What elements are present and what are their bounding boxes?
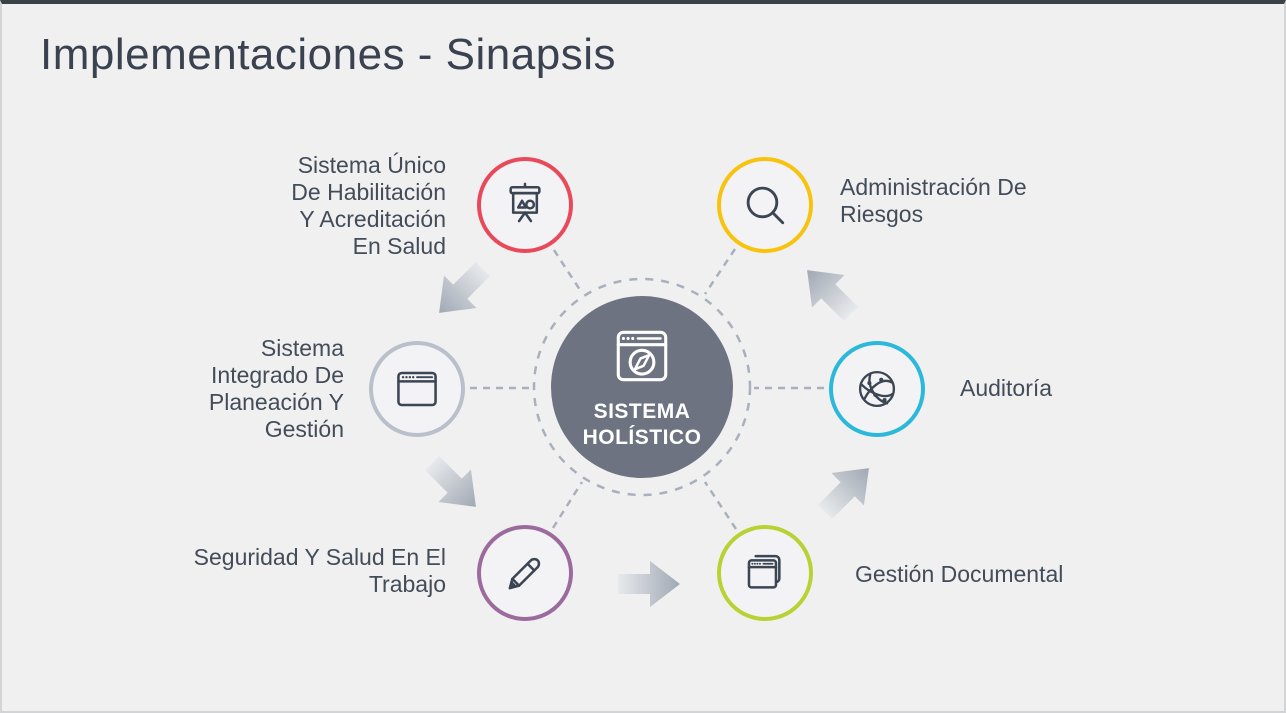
flow-arrow [425, 456, 476, 507]
connector-layer [425, 248, 869, 607]
dashed-connectors [470, 248, 824, 530]
presentation-board-icon [509, 182, 541, 223]
stacked-windows-icon [747, 554, 781, 589]
node-label-riesgos: Administración De Riesgos [840, 174, 1027, 227]
browser-window-icon [397, 371, 437, 407]
node-habilitacion [477, 157, 573, 253]
node-seguridad [477, 525, 573, 621]
magnifier-icon [746, 186, 785, 225]
node-label-seguridad: Seguridad Y Salud En El Trabajo [193, 544, 446, 597]
node-riesgos [717, 157, 813, 253]
node-planeacion [369, 341, 465, 437]
flow-arrows [425, 262, 869, 607]
center-node: SISTEMA HOLÍSTICO [551, 296, 733, 478]
node-label-habilitacion: Sistema Único De Habilitación Y Acredita… [291, 152, 446, 259]
node-label-auditoria: Auditoría [960, 375, 1053, 401]
node-label-documental: Gestión Documental [855, 561, 1064, 587]
globe-network-icon [858, 370, 896, 408]
flow-arrow [618, 561, 680, 607]
node-label-planeacion: Sistema Integrado De Planeación Y Gestió… [208, 335, 344, 442]
pencil-icon [508, 557, 541, 590]
browser-compass-icon [616, 330, 668, 382]
connector-dashed-line [703, 481, 738, 530]
node-auditoria [829, 341, 925, 437]
center-dashed-ring [532, 277, 752, 497]
flow-arrow [818, 468, 869, 519]
connector-dashed-line [703, 248, 737, 295]
center-node-label: SISTEMA HOLÍSTICO [582, 399, 702, 449]
flow-arrow [807, 270, 858, 321]
connector-dashed-line [551, 481, 584, 529]
flow-arrow [439, 262, 490, 313]
page-title: Implementaciones - Sinapsis [40, 30, 616, 79]
node-documental [717, 525, 813, 621]
connector-dashed-line [552, 249, 584, 294]
